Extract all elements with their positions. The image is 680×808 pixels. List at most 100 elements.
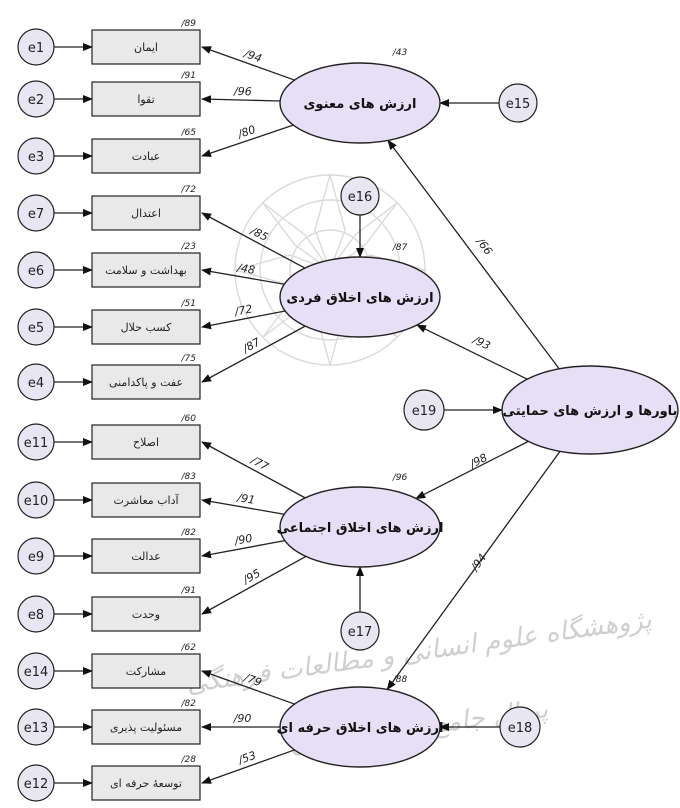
error-term-label: e9 [28,550,44,565]
indicator-label: مشارکت [126,665,167,678]
indicator-r2: /91 [181,71,196,81]
indicator-label: عفت و پاکدامنی [109,376,183,389]
indicator-r2: /23 [181,242,197,252]
indicator-r2: /82 [181,528,197,538]
error-term-label: e11 [24,436,49,451]
structural-path-arrow [416,324,528,380]
error-term-circle [17,308,55,346]
loading-label: /48 [235,261,256,277]
latent-r2: /96 [392,473,408,483]
error-term-circle [17,595,55,633]
disturbance-circle [499,706,541,748]
loading-arrow [201,212,306,269]
structural-coef-label: /93 [470,333,493,353]
indicator-label: مسئولیت پذیری [110,721,182,734]
error-term-label: e8 [28,608,44,623]
indicator-r2: /83 [181,472,197,482]
error-term-label: e5 [28,321,44,336]
loading-label: /77 [248,453,271,473]
indicator-box [91,252,201,288]
indicator-box [91,538,201,574]
indicator-r2: /62 [181,643,197,653]
structural-path-arrow [415,440,529,500]
indicator-r2: /60 [181,414,197,424]
structural-path-arrow [386,450,561,691]
loading-label: /79 [241,671,263,690]
disturbance-circle [340,176,380,216]
indicator-r2: /28 [181,755,197,765]
indicator-box [91,29,201,65]
disturbance-label: e19 [412,404,437,419]
indicator-box [91,653,201,689]
disturbance-circle [498,83,538,123]
indicator-box [91,424,201,460]
indicator-label: اصلاح [133,436,159,449]
disturbance-label: e18 [508,721,533,736]
loading-label: /95 [240,567,263,587]
loading-label: /87 [240,336,263,356]
error-term-label: e13 [24,721,49,736]
indicator-box [91,138,201,174]
disturbance-circle [340,611,380,651]
latent-individual-label: ارزش های اخلاق فردی [286,291,433,306]
error-term-label: e3 [28,150,44,165]
indicator-label: عدالت [131,550,161,563]
error-term-circle [17,137,55,175]
indicator-box [91,709,201,745]
error-term-label: e10 [24,494,49,509]
indicator-r2: /91 [181,586,196,596]
structural-coef-label: /98 [467,451,490,471]
latent-second-order-label: باورها و ارزش های حمایتی [503,404,678,419]
loading-arrow [201,670,295,705]
indicator-label: توسعهٔ حرفه ای [110,777,182,790]
latent-spiritual [279,62,441,144]
error-term-circle [17,363,55,401]
disturbance-label: e16 [348,190,373,205]
loading-label: /53 [236,749,258,768]
loading-arrow [201,310,286,330]
indicator-label: وحدت [132,608,160,621]
indicator-box [91,482,201,518]
disturbance-circle [403,389,445,431]
indicator-label: آداب معاشرت [113,493,179,507]
latent-r2: /87 [392,243,408,253]
indicator-r2: /89 [181,19,197,29]
error-term-circle [17,708,55,746]
indicator-label: بهداشت و سلامت [105,264,187,277]
loading-arrow [201,46,295,81]
loading-arrow [201,497,285,515]
loading-arrow [201,95,281,104]
indicator-r2: /75 [181,354,197,364]
error-term-label: e4 [28,376,44,391]
indicator-r2: /51 [181,299,196,309]
indicator-label: ایمان [134,41,158,54]
error-term-circle [17,80,55,118]
latent-spiritual-label: ارزش های معنوی [304,97,417,112]
indicator-label: کسب حلال [121,321,172,334]
structural-path-arrow [387,139,560,370]
loading-label: /72 [233,302,254,318]
error-term-label: e7 [28,207,44,222]
loading-label: /90 [233,532,254,548]
indicator-r2: /72 [181,185,197,195]
disturbance-label: e15 [506,97,531,112]
error-term-label: e12 [24,777,49,792]
error-term-circle [17,537,55,575]
indicator-box [91,364,201,400]
error-term-circle [17,764,55,802]
diagram-edges [54,43,561,787]
indicator-r2: /82 [181,699,197,709]
latent-professional [279,686,441,768]
latent-r2: /88 [392,675,408,685]
error-term-circle [17,481,55,519]
disturbance-label: e17 [348,625,373,640]
loading-arrow [201,749,295,784]
error-term-label: e14 [24,665,49,680]
error-term-circle [17,251,55,289]
loading-label: /91 [235,491,256,507]
loading-label: /90 [233,712,252,725]
indicator-label: تقوا [137,93,154,106]
indicator-box [91,765,201,801]
indicator-box [91,596,201,632]
indicator-label: عبادت [132,150,161,163]
